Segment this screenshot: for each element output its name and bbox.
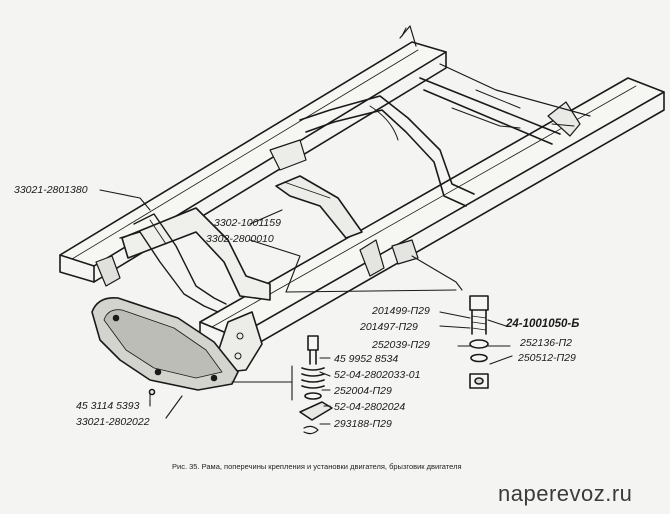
label-bolt-2: 201497-П29 xyxy=(360,321,418,333)
label-nut: 250512-П29 xyxy=(518,352,576,364)
engine-mount-cross-member xyxy=(275,175,419,277)
front-cross-member xyxy=(95,207,271,373)
splash-guard xyxy=(91,296,239,391)
label-washer-3: 252004-П29 xyxy=(334,385,392,397)
middle-cross-member xyxy=(269,95,475,207)
label-spring: 52-04-2802033-01 xyxy=(334,369,421,381)
figure-caption: Рис. 35. Рама, поперечины крепления и ус… xyxy=(172,462,462,471)
label-clip: 52-04-2802024 xyxy=(334,401,406,413)
label-mount-bracket: 24-1001050-Б xyxy=(506,318,580,330)
label-screw: 45 3114 5393 xyxy=(76,400,140,412)
label-washer-2: 252136-П2 xyxy=(520,337,572,349)
watermark: naperevoz.ru xyxy=(498,481,633,506)
label-cross-member-2: 3302-2800010 xyxy=(206,233,274,245)
label-bolt-1: 201499-П29 xyxy=(372,305,430,317)
label-frame: 33021-2801380 xyxy=(14,184,88,196)
fastener-set-mount xyxy=(469,295,489,389)
label-cross-member-1: 3302-1001159 xyxy=(214,217,281,229)
left-frame-rail xyxy=(59,25,447,283)
label-splash-guard: 33021-2802022 xyxy=(76,416,150,428)
label-pin: 293188-П29 xyxy=(334,418,392,430)
label-bolt-3: 45 9952 8534 xyxy=(334,353,399,365)
rear-cross-members xyxy=(419,63,591,145)
leader-lines xyxy=(99,189,513,425)
label-washer-1: 252039-П29 xyxy=(372,339,430,351)
